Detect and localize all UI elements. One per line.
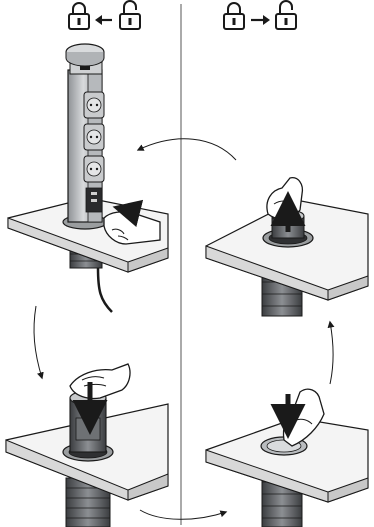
- unlocked-padlock-icon: [275, 0, 297, 30]
- locked-padlock-icon: [223, 2, 245, 30]
- arrow-right-icon: [251, 15, 270, 25]
- socket-outlet: [83, 155, 105, 183]
- flow-arrow-step-1-to-2: [33, 305, 44, 380]
- finger-lift-hand-icon: [266, 177, 304, 220]
- flow-arrow-step-3-to-4: [327, 320, 335, 385]
- step-4-lid-popup: [205, 177, 369, 317]
- press-arrow-icon: [112, 199, 144, 228]
- header-left-icons: [68, 0, 141, 30]
- flow-arrows: [33, 138, 335, 520]
- socket-outlet: [83, 91, 105, 119]
- socket-outlet: [83, 123, 105, 151]
- step-3-retracted-press-lid: [205, 388, 369, 527]
- palm-press-hand-icon: [69, 363, 131, 400]
- power-cable: [96, 267, 113, 313]
- locked-padlock-icon: [68, 2, 90, 30]
- arrow-left-icon: [95, 15, 112, 25]
- socket-outlets: [83, 91, 105, 183]
- step-1-extended-socket: [7, 43, 169, 313]
- unlocked-padlock-icon: [119, 0, 141, 30]
- flow-arrow-step-4-to-1: [136, 138, 237, 161]
- flow-arrow-step-2-to-3: [139, 509, 228, 520]
- header-right-icons: [223, 0, 297, 30]
- step-2-push-down: [5, 363, 169, 527]
